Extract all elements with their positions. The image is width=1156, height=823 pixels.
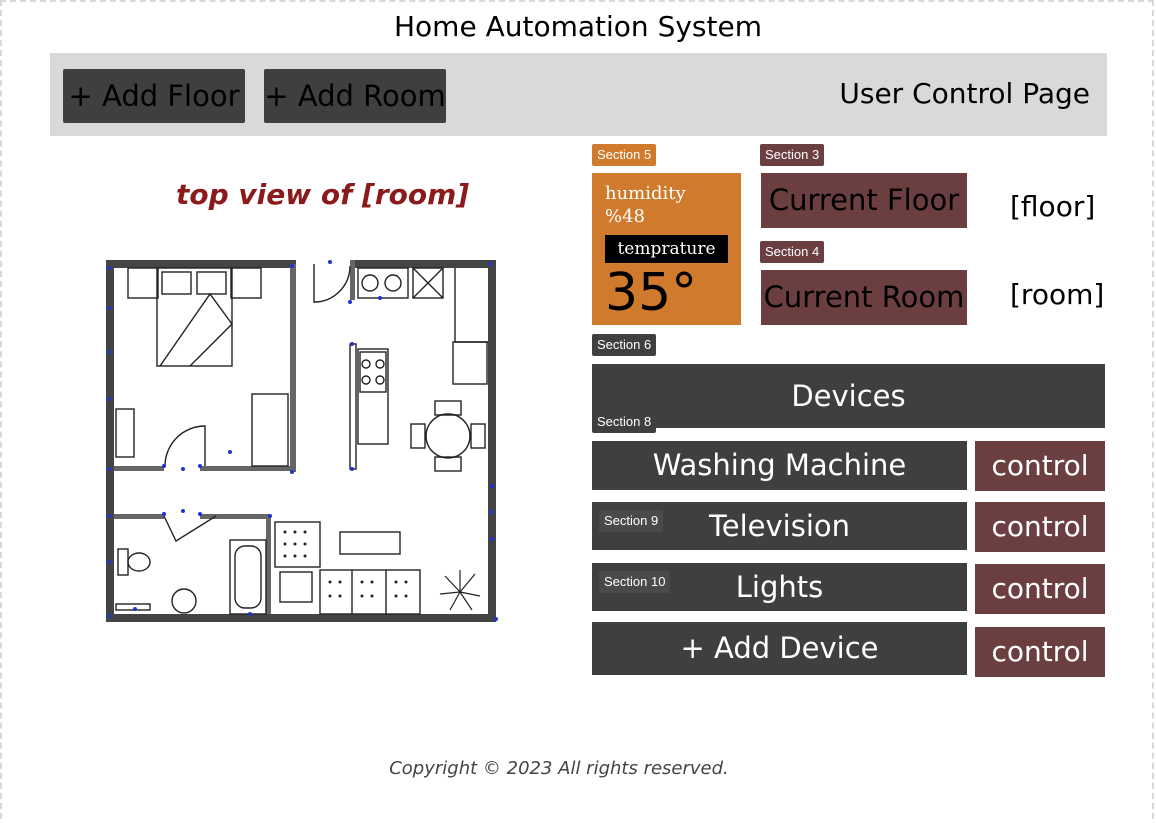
section-3-tag: Section 3 — [760, 144, 825, 166]
add-device-control-button[interactable]: control — [975, 627, 1105, 677]
current-floor-button[interactable]: Current Floor — [761, 173, 967, 228]
humidity-value: %48 — [605, 206, 646, 227]
section-5-tag: Section 5 — [592, 144, 657, 166]
device-washing-machine[interactable]: Washing Machine — [592, 441, 967, 490]
room-view-title: top view of [room] — [176, 178, 470, 211]
tile-dots — [283, 530, 408, 598]
washing-machine-control-button[interactable]: control — [975, 441, 1105, 491]
inner-walls — [114, 260, 355, 614]
sensor-panel: humidity %48 temprature 35° — [592, 173, 741, 325]
floor-plan-image[interactable] — [100, 254, 502, 628]
section-8-tag: Section 8 — [592, 411, 657, 433]
temperature-label: temprature — [605, 235, 728, 263]
outer-walls — [106, 260, 496, 622]
humidity-display: humidity %48 — [605, 182, 686, 228]
room-value: [room] — [1010, 278, 1105, 311]
floor-value: [floor] — [1010, 190, 1096, 223]
footer-copyright: Copyright © 2023 All rights reserved. — [389, 758, 729, 779]
section-6-tag: Section 6 — [592, 334, 657, 356]
add-device-button[interactable]: + Add Device — [592, 622, 967, 675]
lights-control-button[interactable]: control — [975, 564, 1105, 614]
plant-icon — [439, 570, 481, 611]
section-9-tag: Section 9 — [599, 510, 664, 532]
devices-header: Devices — [592, 364, 1105, 428]
dimension-markers — [107, 260, 498, 621]
furniture — [115, 264, 488, 615]
section-4-tag: Section 4 — [760, 241, 825, 263]
page-label: User Control Page — [839, 77, 1090, 110]
temperature-value: 35° — [605, 263, 698, 323]
toolbar: + Add Floor + Add Room User Control Page — [50, 53, 1107, 136]
add-floor-button[interactable]: + Add Floor — [63, 69, 245, 123]
television-control-button[interactable]: control — [975, 502, 1105, 552]
add-room-button[interactable]: + Add Room — [264, 69, 446, 123]
current-room-button[interactable]: Current Room — [761, 270, 967, 325]
humidity-label: humidity — [605, 183, 686, 204]
app-title: Home Automation System — [394, 10, 762, 43]
section-10-tag: Section 10 — [599, 571, 671, 593]
